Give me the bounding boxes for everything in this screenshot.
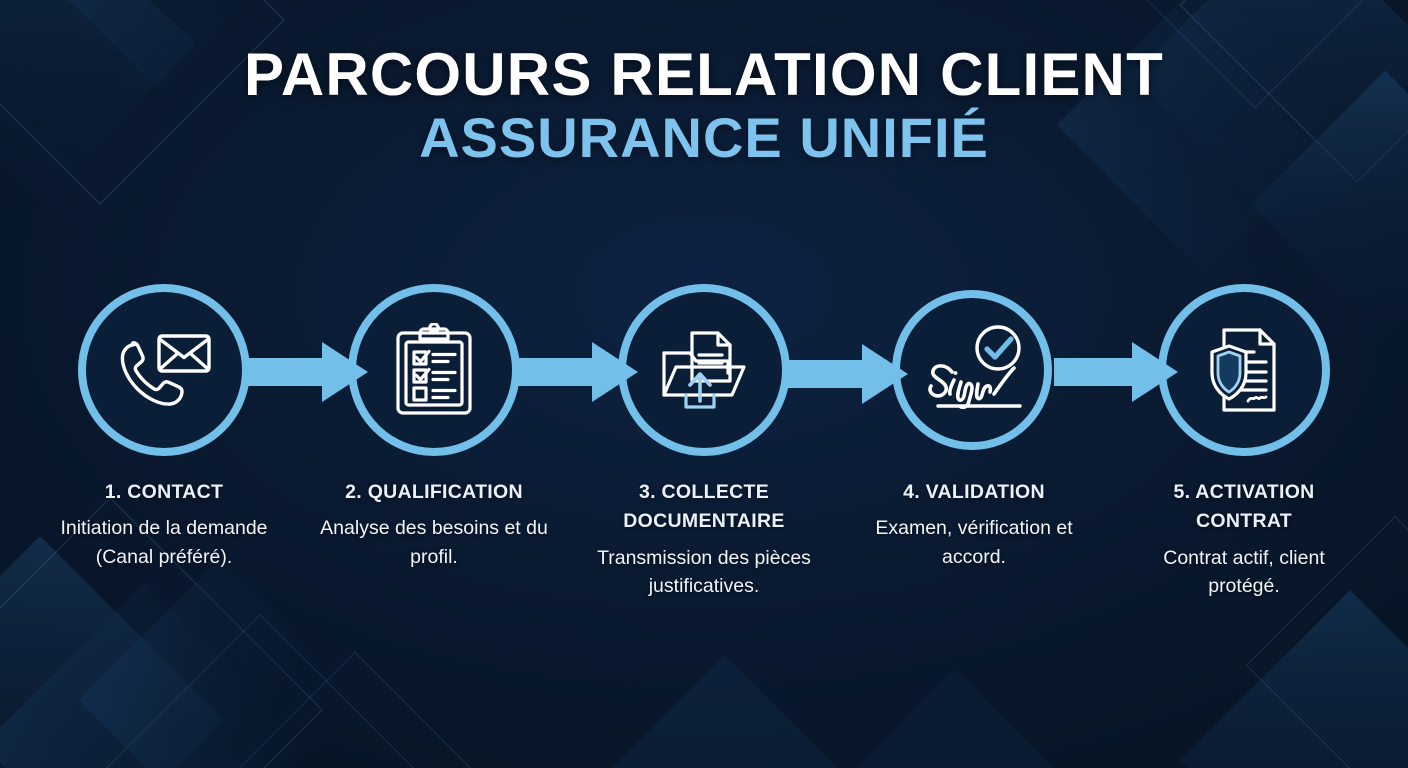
caption-desc-1: Initiation de la demande (Canal préféré)… (60, 517, 268, 569)
phone-envelope-icon (120, 334, 211, 406)
arrow-step-4-to-5 (1054, 342, 1178, 402)
title-line-primary: PARCOURS RELATION CLIENT (244, 41, 1164, 108)
caption-title-1: 1. CONTACT (104, 481, 224, 503)
step-circle-2[interactable] (348, 284, 520, 456)
caption-step-1: 1. CONTACT Initiation de la demande (Can… (46, 478, 282, 572)
arrow-step-1-to-2 (244, 342, 368, 402)
caption-step-4: 4. VALIDATION Examen, vérification et ac… (856, 478, 1092, 572)
title-line-secondary: ASSURANCE UNIFIÉ (419, 106, 989, 170)
folder-upload-document-icon (662, 331, 746, 409)
shield-contract-icon (1210, 328, 1276, 412)
caption-title-2: 2. QUALIFICATION (345, 481, 523, 503)
caption-step-5: 5. ACTIVATION CONTRAT Contrat actif, cli… (1126, 478, 1362, 601)
arrow-step-3-to-4 (784, 344, 908, 404)
caption-desc-2: Analyse des besoins et du profil. (320, 517, 548, 569)
caption-desc-3: Transmission des pièces justificatives. (597, 546, 811, 598)
caption-title-3: 3. COLLECTE DOCUMENTAIRE (623, 481, 785, 533)
caption-step-2: 2. QUALIFICATION Analyse des besoins et … (316, 478, 552, 572)
caption-desc-5: Contrat actif, client protégé. (1163, 546, 1325, 598)
signature-check-icon (928, 325, 1022, 410)
step-circle-5[interactable] (1158, 284, 1330, 456)
clipboard-checklist-icon (396, 323, 472, 415)
caption-desc-4: Examen, vérification et accord. (875, 517, 1073, 569)
step-circle-1[interactable] (78, 284, 250, 456)
process-flow (0, 262, 1408, 482)
caption-step-3: 3. COLLECTE DOCUMENTAIRE Transmission de… (586, 478, 822, 601)
step-circle-3[interactable] (618, 284, 790, 456)
page-title: PARCOURS RELATION CLIENT ASSURANCE UNIFI… (0, 44, 1408, 171)
caption-title-5: 5. ACTIVATION CONTRAT (1173, 481, 1315, 533)
caption-title-4: 4. VALIDATION (903, 481, 1045, 503)
step-circle-4[interactable] (892, 290, 1052, 450)
arrow-step-2-to-3 (514, 342, 638, 402)
